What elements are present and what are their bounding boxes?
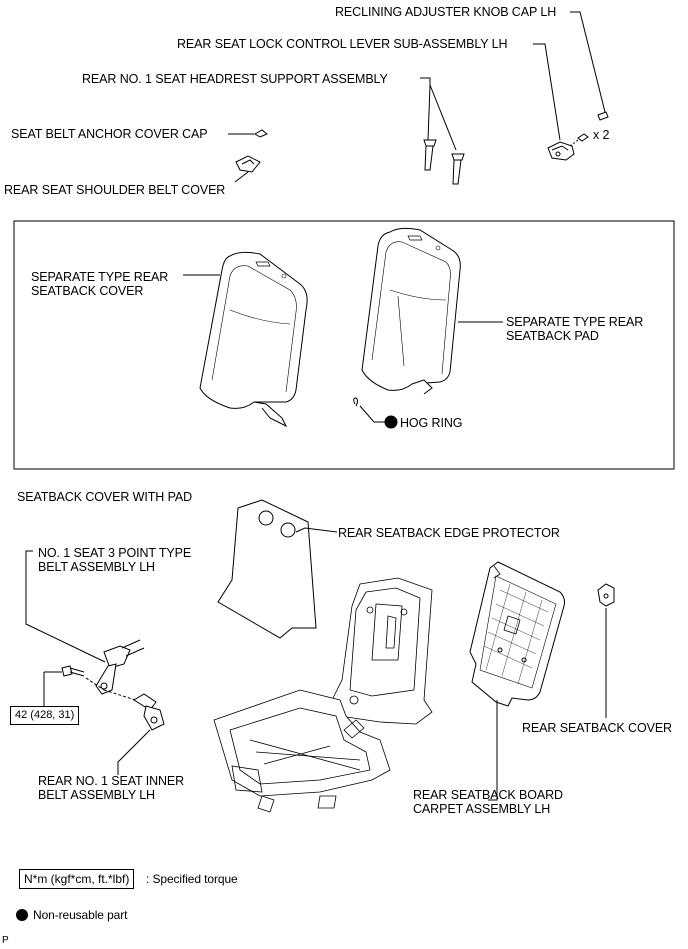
legend-torque-unit-box: N*m (kgf*cm, ft.*lbf) [19, 869, 135, 889]
legend-non-reusable-text: Non-reusable part [33, 908, 128, 922]
leader-belt-assembly [25, 550, 106, 663]
footer-code: P [2, 935, 9, 946]
label-headrest-support: REAR NO. 1 SEAT HEADREST SUPPORT ASSEMBL… [82, 72, 388, 86]
separate-seatback-cover-icon [199, 251, 308, 428]
reclining-knob-cap-icon [597, 111, 609, 121]
legend-non-reusable-icon [16, 909, 28, 921]
separate-seatback-pad-icon [361, 227, 461, 395]
shoulder-belt-cover-icon [235, 155, 261, 173]
label-separate-pad-line1: SEPARATE TYPE REAR [506, 315, 644, 329]
non-reusable-marker-icon [384, 415, 398, 429]
label-belt-assembly-line2: BELT ASSEMBLY LH [38, 560, 155, 574]
label-screw-quantity: x 2 [593, 128, 610, 142]
label-edge-protector: REAR SEATBACK EDGE PROTECTOR [338, 526, 560, 540]
torque-value-box: 42 (428, 31) [10, 706, 80, 725]
lock-control-lever-icon [547, 133, 589, 161]
leader-board-carpet [488, 700, 498, 801]
inner-belt-icon [133, 693, 165, 731]
label-separate-pad-line2: SEATBACK PAD [506, 329, 599, 343]
seat-belt-anchor-cap-icon [254, 129, 268, 138]
label-separate-cover-line1: SEPARATE TYPE REAR [31, 270, 169, 284]
seat-frame-icon [213, 577, 433, 813]
leader-edge-protector [295, 527, 338, 533]
leader-inner-belt [117, 729, 151, 775]
label-seatback-cover-with-pad: SEATBACK COVER WITH PAD [17, 490, 193, 504]
label-hog-ring: HOG RING [400, 416, 463, 430]
seatback-cover-with-pad-frame [13, 220, 675, 470]
belt-assembly-icon [95, 639, 145, 695]
label-board-carpet-line2: CARPET ASSEMBLY LH [413, 802, 551, 816]
label-seat-belt-anchor-cap: SEAT BELT ANCHOR COVER CAP [11, 127, 208, 141]
label-belt-assembly-line1: NO. 1 SEAT 3 POINT TYPE [38, 546, 192, 560]
legend-torque-text: : Specified torque [146, 872, 238, 886]
label-inner-belt-line2: BELT ASSEMBLY LH [38, 788, 155, 802]
label-shoulder-belt-cover: REAR SEAT SHOULDER BELT COVER [4, 183, 226, 197]
headrest-support-icon [423, 139, 465, 185]
bolt-icon [43, 665, 149, 706]
label-inner-belt-line1: REAR NO. 1 SEAT INNER [38, 774, 185, 788]
edge-protector-icon [217, 499, 317, 639]
label-reclining-knob-cap: RECLINING ADJUSTER KNOB CAP LH [335, 5, 557, 19]
leader-lines-top [228, 11, 606, 183]
board-carpet-icon [469, 561, 565, 707]
label-lock-control-lever: REAR SEAT LOCK CONTROL LEVER SUB-ASSEMBL… [177, 37, 508, 51]
rear-seatback-cover-icon [597, 583, 615, 607]
hog-ring-icon [353, 397, 385, 423]
label-separate-cover-line2: SEATBACK COVER [31, 284, 144, 298]
label-board-carpet-line1: REAR SEATBACK BOARD [413, 788, 563, 802]
label-rear-seatback-cover: REAR SEATBACK COVER [522, 721, 672, 735]
